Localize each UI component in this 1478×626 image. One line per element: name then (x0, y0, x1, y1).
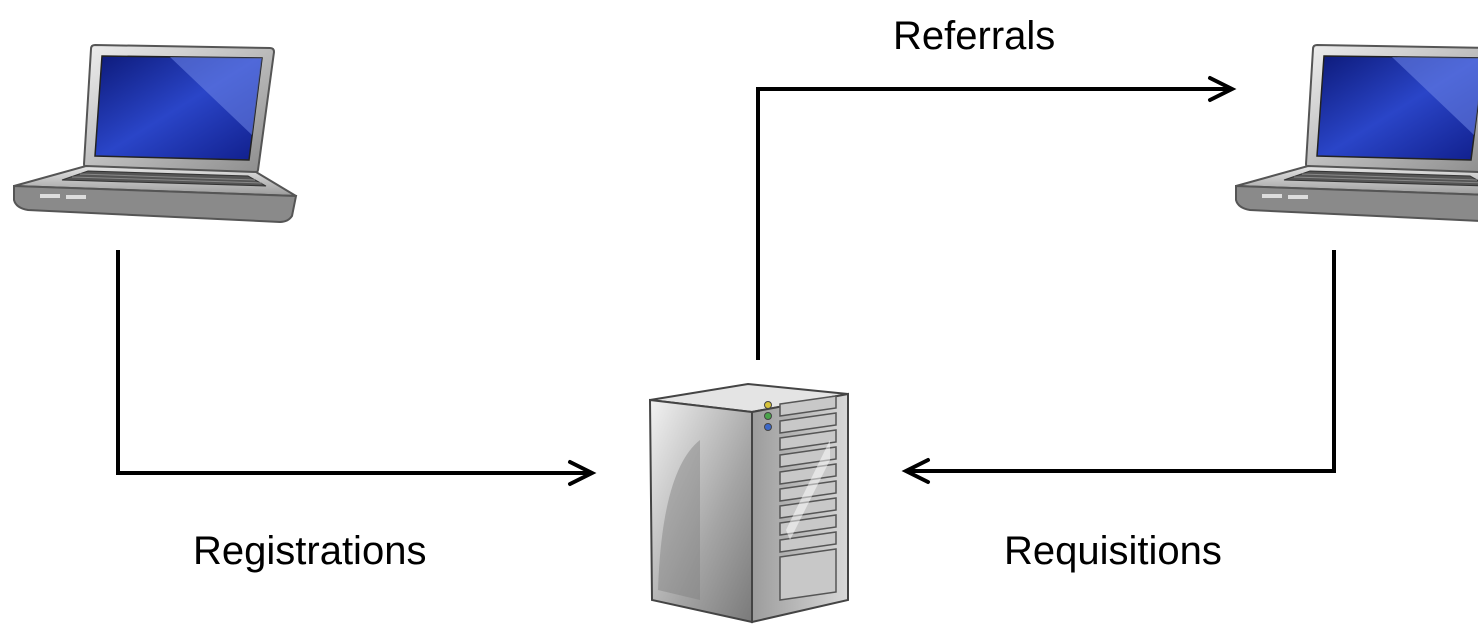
registrations-arrow (116, 250, 597, 486)
referrals-label: Referrals (893, 14, 1056, 58)
requisitions-label: Requisitions (1004, 529, 1222, 573)
server-tower-icon (648, 382, 849, 624)
laptop-icon-left (13, 44, 297, 223)
registrations-label: Registrations (193, 529, 427, 573)
referrals-arrow (756, 76, 1237, 360)
requisitions-arrow (901, 250, 1336, 484)
laptop-icon-right (1235, 44, 1478, 223)
